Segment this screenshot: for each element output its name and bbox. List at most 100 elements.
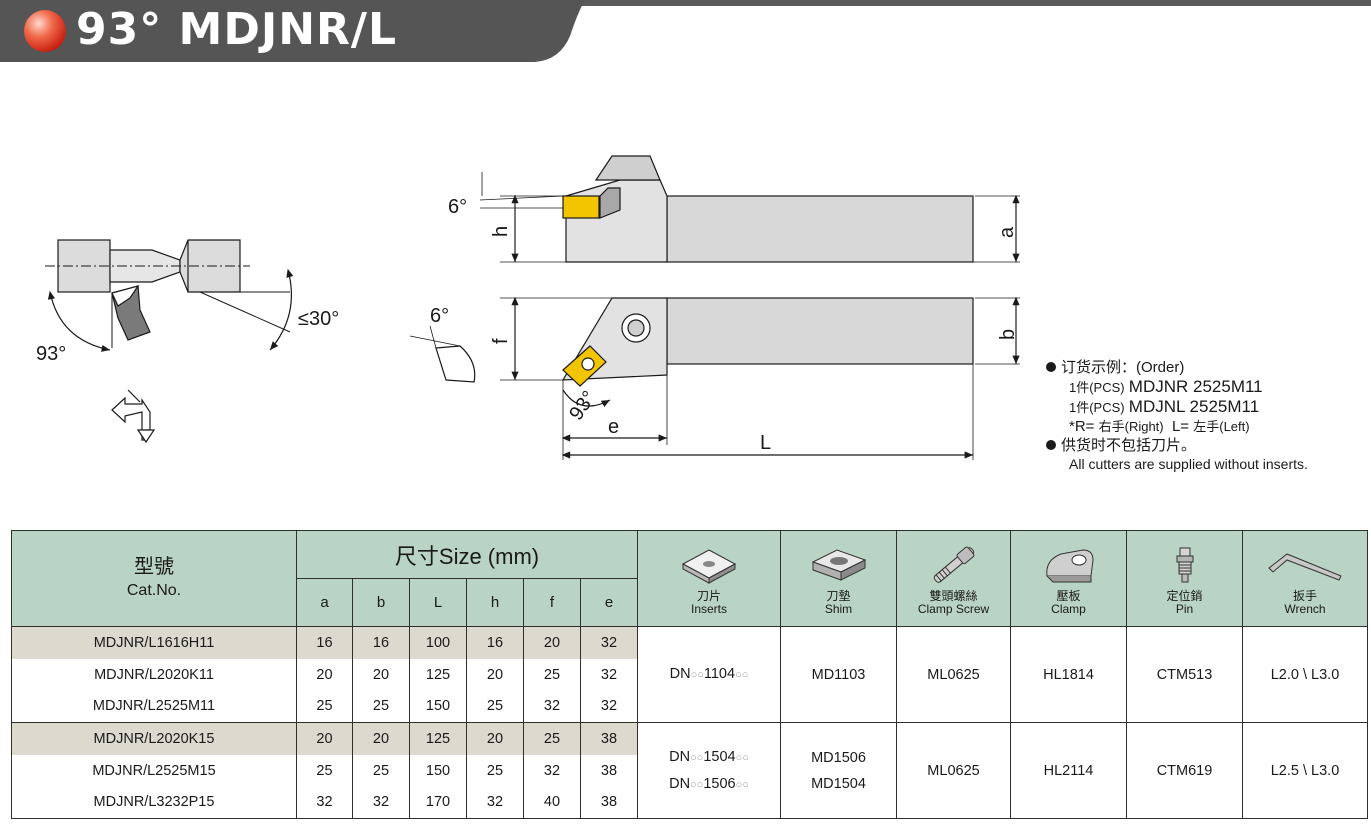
- table-row: MDJNR/L2525M11 25 25 150 25 32 32: [11, 690, 1368, 723]
- clamp-screw-icon: [933, 546, 974, 583]
- order-2-code: MDJNL 2525M11: [1128, 397, 1260, 416]
- dim-f-cell: 20: [523, 626, 581, 659]
- dim-e-cell: 38: [580, 722, 638, 755]
- dim-L-cell: 150: [409, 754, 467, 787]
- dim-h-cell: 16: [466, 626, 524, 659]
- shim-code: MD1504: [811, 775, 866, 792]
- dim-header-h: h: [466, 578, 524, 627]
- wrench-header-cn: 扳手: [1292, 588, 1317, 603]
- dim-b-label: b: [997, 329, 1019, 340]
- cat-no-cell: MDJNR/L2525M11: [11, 690, 297, 723]
- shim-header: 刀墊 Shim: [780, 530, 897, 627]
- insert-cell: DN○○1504○○ DN○○1506○○: [637, 722, 781, 819]
- dim-b-cell: 25: [352, 690, 410, 723]
- insert-placeholder: ○○: [735, 778, 749, 791]
- dim-b-cell: 32: [352, 786, 410, 819]
- rl-note-r: *R=: [1069, 418, 1099, 435]
- dim-L-cell: 150: [409, 690, 467, 723]
- clamp-cell: HL1814: [1010, 626, 1127, 723]
- shim-icon: [811, 548, 866, 581]
- dim-a-cell: 32: [296, 786, 353, 819]
- wrench-header: 扳手 Wrench: [1242, 530, 1368, 627]
- dim-f-cell: 40: [523, 786, 581, 819]
- dim-h-cell: 20: [466, 722, 524, 755]
- dim-a-cell: 16: [296, 626, 353, 659]
- insert-placeholder: ○○: [735, 669, 749, 681]
- insert-placeholder: ○○: [690, 778, 704, 791]
- dim-a-cell: 25: [296, 754, 353, 787]
- insert-cell: DN○○1104○○: [637, 626, 781, 723]
- insert-prefix: DN: [669, 666, 691, 682]
- order-2-prefix: 1件(PCS): [1069, 400, 1125, 415]
- model-header-cn: 型號: [134, 555, 174, 578]
- insert-placeholder: ○○: [690, 751, 704, 764]
- model-header-en: Cat.No.: [126, 581, 182, 599]
- dim-e-cell: 38: [580, 754, 638, 787]
- dim-L-label: L: [760, 432, 771, 454]
- dim-L-cell: 125: [409, 658, 467, 691]
- dim-h-label: h: [490, 226, 512, 237]
- table-row: MDJNR/L2020K11 20 20 125 20 25 32: [11, 658, 1368, 691]
- dim-header-f: f: [523, 578, 581, 627]
- shim-header-cn: 刀墊: [826, 588, 851, 603]
- tool-drawing-svg: 93° ≤30° 6° h a: [36, 155, 1020, 460]
- insert-code: 1506: [703, 775, 736, 792]
- holder-front-view: [409, 296, 1020, 460]
- clamp-cell: HL2114: [1010, 722, 1127, 819]
- feed-direction-icon: [111, 389, 156, 444]
- dim-f-cell: 25: [523, 722, 581, 755]
- dim-e-cell: 32: [580, 626, 638, 659]
- insert-header: 刀片 Inserts: [637, 530, 781, 627]
- supply-note-en: All cutters are supplied without inserts…: [1069, 456, 1308, 472]
- insert-icon: [681, 548, 737, 584]
- dim-e-cell: 32: [580, 658, 638, 691]
- insert-code: 1504: [703, 748, 736, 765]
- clamp-header: 壓板 Clamp: [1010, 530, 1127, 627]
- size-header: 尺寸Size (mm): [296, 530, 638, 579]
- technical-drawing: 93° ≤30° 6° h a: [0, 100, 1371, 500]
- dim-f-label: f: [490, 338, 512, 344]
- shim-header-en: Shim: [824, 601, 853, 616]
- dim-f-cell: 32: [523, 690, 581, 723]
- dim-a-cell: 20: [296, 658, 353, 691]
- angle-93-side-label: 93°: [36, 343, 66, 365]
- order-notes: 订货示例：(Order) 1件(PCS) MDJNR 2525M11 1件(PC…: [1046, 358, 1366, 474]
- dim-b-cell: 16: [352, 626, 410, 659]
- dim-header-e: e: [580, 578, 638, 627]
- dim-e-cell: 32: [580, 690, 638, 723]
- clamp-header-en: Clamp: [1051, 601, 1086, 616]
- clamp-screw-header-en: Clamp Screw: [917, 601, 990, 616]
- page-title: 93° MDJNR/L: [76, 4, 398, 55]
- shim-cell: MD1506 MD1504: [780, 722, 897, 819]
- insert-prefix: DN: [669, 775, 691, 792]
- angle-6-top-label: 6°: [448, 196, 467, 218]
- dim-h-cell: 20: [466, 658, 524, 691]
- clamp-header-cn: 壓板: [1056, 588, 1081, 603]
- cat-no-cell: MDJNR/L3232P15: [11, 786, 297, 819]
- pin-cell: CTM513: [1126, 626, 1243, 723]
- holder-top-view: [479, 155, 1020, 263]
- dim-a-cell: 25: [296, 690, 353, 723]
- shim-code: MD1506: [811, 749, 866, 766]
- banner-shape: [0, 0, 585, 62]
- table-row: MDJNR/L2020K15 20 20 125 20 25 38 DN○○15…: [11, 722, 1368, 819]
- pin-header-en: Pin: [1175, 601, 1194, 616]
- model-header: 型號 Cat.No.: [11, 530, 297, 627]
- dim-a-label: a: [996, 226, 1018, 238]
- dim-e-cell: 38: [580, 786, 638, 819]
- table-row: MDJNR/L3232P15 32 32 170 32 40 38: [11, 786, 1368, 819]
- spec-table: 型號 Cat.No. 尺寸Size (mm) 刀片 Inserts: [11, 530, 1368, 819]
- rl-note-l: L=: [1171, 418, 1194, 435]
- dim-a-cell: 20: [296, 722, 353, 755]
- dim-L-cell: 100: [409, 626, 467, 659]
- wrench-cell: L2.0 \ L3.0: [1242, 626, 1368, 723]
- pin-header: 定位銷 Pin: [1126, 530, 1243, 627]
- dim-b-cell: 25: [352, 754, 410, 787]
- table-row: MDJNR/L1616H11 16 16 100 16 20 32 DN○○11…: [11, 626, 1368, 723]
- dim-header-L: L: [409, 578, 467, 627]
- supply-note-cn: 供货时不包括刀片。: [1061, 437, 1197, 454]
- dim-header-a: a: [296, 578, 353, 627]
- header-top-line: [0, 0, 1371, 6]
- wrench-header-en: Wrench: [1284, 601, 1326, 616]
- insert-prefix: DN: [669, 748, 691, 765]
